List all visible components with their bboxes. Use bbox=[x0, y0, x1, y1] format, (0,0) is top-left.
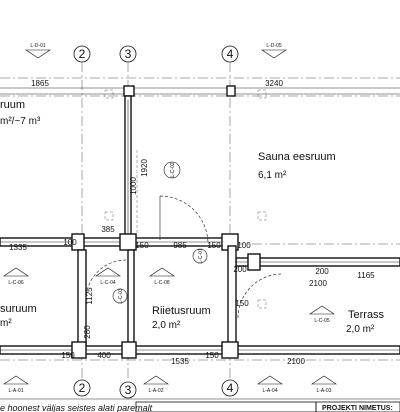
axis-label-2-top: 2 bbox=[79, 47, 86, 61]
post-markers bbox=[104, 89, 267, 309]
section-marker-label-9: L-C-05 bbox=[314, 318, 330, 324]
room-bottom-left-area: m² bbox=[0, 318, 12, 329]
axis-bubble-4-top: 4 bbox=[221, 45, 239, 63]
dim-top-left: 1865 bbox=[31, 79, 49, 88]
room-terrace-name: Terrass bbox=[348, 309, 385, 321]
wall-axis-3 bbox=[124, 95, 138, 241]
dim-150c: 150 bbox=[235, 299, 249, 308]
room-top-left-area: m²/~7 m³ bbox=[0, 116, 41, 127]
room-terrace-area: 2,0 m² bbox=[346, 324, 375, 335]
dim-385: 385 bbox=[101, 225, 115, 234]
section-marker-13: L-A-03 bbox=[311, 375, 337, 394]
axis-label-3-bottom: 3 bbox=[125, 383, 132, 397]
axis-label-4-top: 4 bbox=[227, 47, 234, 61]
axis-bubble-3-top: 3 bbox=[119, 45, 137, 63]
dim-100a: 100 bbox=[237, 241, 251, 250]
section-marker-2: L-D-05 bbox=[261, 43, 287, 59]
room-labels: ruum m²/~7 m³ Sauna eesruum 6,1 m² suruu… bbox=[0, 99, 385, 335]
section-marker-label-2: L-D-05 bbox=[266, 43, 282, 49]
dim-1535: 1535 bbox=[171, 357, 189, 366]
section-marker-1: L-D-01 bbox=[25, 43, 51, 59]
section-marker-6: L-C-04 bbox=[95, 267, 121, 286]
exterior-wall-bottom bbox=[0, 341, 400, 359]
section-marker-4: L-C-01 bbox=[192, 248, 208, 264]
section-marker-label-3: L-C-02 bbox=[170, 162, 176, 178]
section-marker-label-4: L-C-01 bbox=[198, 248, 204, 264]
dim-wall-v1: 1920 bbox=[140, 159, 149, 177]
section-marker-label-5: L-C-06 bbox=[8, 280, 24, 286]
room-dressing-name: Riietusruum bbox=[152, 305, 211, 317]
section-marker-label-7: L-C-08 bbox=[154, 280, 170, 286]
dim-1125: 1125 bbox=[85, 287, 94, 305]
section-marker-8: L-C-03 bbox=[112, 288, 128, 304]
section-marker-11: L-A-02 bbox=[143, 375, 169, 394]
dim-400: 400 bbox=[97, 351, 111, 360]
section-marker-label-11: L-A-02 bbox=[148, 388, 163, 394]
section-marker-5: L-C-06 bbox=[3, 267, 29, 286]
dim-100b: 100 bbox=[63, 238, 77, 247]
room-top-left-name: ruum bbox=[0, 99, 25, 111]
wall-middle bbox=[0, 233, 239, 251]
project-name-label: PROJEKTI NIMETUS: bbox=[322, 405, 393, 412]
dim-200a: 200 bbox=[233, 265, 247, 274]
section-marker-label-13: L-A-03 bbox=[316, 388, 331, 394]
section-marker-3: L-C-02 bbox=[163, 161, 181, 179]
section-marker-label-6: L-C-04 bbox=[100, 280, 116, 286]
dim-280: 280 bbox=[83, 325, 92, 339]
dim-1335: 1335 bbox=[9, 243, 27, 252]
section-marker-label-8: L-C-03 bbox=[118, 288, 124, 304]
axis-bubble-2-top: 2 bbox=[73, 45, 91, 63]
exterior-wall-top bbox=[0, 85, 400, 97]
section-marker-12: L-A-04 bbox=[257, 375, 283, 394]
dim-150a: 150 bbox=[135, 241, 149, 250]
dim-1165: 1165 bbox=[357, 271, 375, 280]
section-marker-label-12: L-A-04 bbox=[262, 388, 277, 394]
section-marker-label-10: L-A-01 bbox=[8, 388, 23, 394]
dim-150d: 150 bbox=[61, 351, 75, 360]
axis-bubble-4-bottom: 4 bbox=[221, 379, 239, 397]
room-sauna-area: 6,1 m² bbox=[258, 170, 287, 181]
dim-985: 985 bbox=[173, 241, 187, 250]
axis-label-4-bottom: 4 bbox=[227, 381, 234, 395]
wall-terrace bbox=[227, 245, 400, 353]
axis-label-2-bottom: 2 bbox=[79, 381, 86, 395]
room-sauna-name: Sauna eesruum bbox=[258, 151, 336, 163]
axis-label-3-top: 3 bbox=[125, 47, 132, 61]
section-marker-10: L-A-01 bbox=[3, 375, 29, 394]
dimensions: 1865 3240 1920 1000 385 150 985 150 100 … bbox=[9, 79, 375, 366]
title-block: e hoonest väljas seistes alati paremalt … bbox=[0, 398, 400, 412]
section-marker-7: L-C-08 bbox=[149, 267, 175, 286]
dim-2100a: 2100 bbox=[309, 279, 327, 288]
section-marker-9: L-C-05 bbox=[309, 305, 335, 324]
dim-2100b: 2100 bbox=[287, 357, 305, 366]
room-bottom-left-name: suruum bbox=[0, 303, 37, 315]
dim-150b: 150 bbox=[207, 241, 221, 250]
door-swings bbox=[85, 195, 283, 319]
footer-note: e hoonest väljas seistes alati paremalt bbox=[0, 403, 153, 412]
dim-200b: 200 bbox=[315, 267, 329, 276]
axis-bubble-3-bottom: 3 bbox=[119, 381, 137, 399]
axis-grid-lines bbox=[0, 62, 400, 380]
dim-150e: 150 bbox=[205, 351, 219, 360]
dim-wall-v2: 1000 bbox=[129, 177, 138, 195]
section-marker-label-1: L-D-01 bbox=[30, 43, 46, 49]
axis-bubble-2-bottom: 2 bbox=[73, 379, 91, 397]
room-dressing-area: 2,0 m² bbox=[152, 320, 181, 331]
dim-top-right: 3240 bbox=[265, 79, 283, 88]
